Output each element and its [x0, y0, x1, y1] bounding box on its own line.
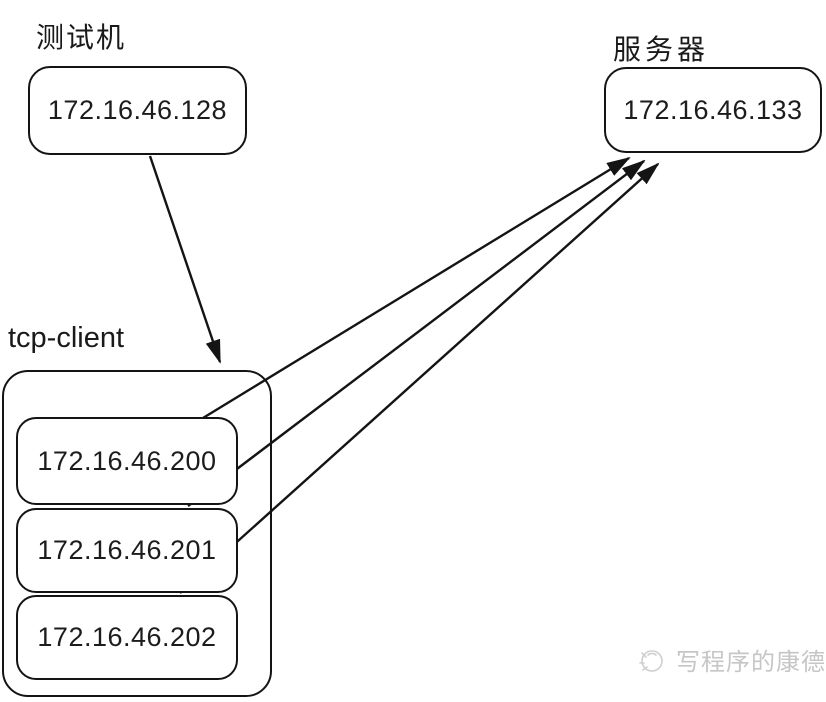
- client-ip: 172.16.46.200: [37, 445, 217, 476]
- client-ip: 172.16.46.202: [37, 622, 217, 652]
- test-machine-node: 172.16.46.128: [28, 66, 247, 155]
- watermark-logo-icon: [639, 649, 663, 672]
- test-machine-ip: 172.16.46.128: [47, 95, 228, 125]
- test-machine-label: 测试机: [36, 22, 127, 53]
- server-label: 服务器: [613, 34, 710, 65]
- tcp-client-group-label: tcp-client: [8, 322, 125, 354]
- edge-client200-to-server: [202, 156, 631, 420]
- watermark: 写程序的康德: [634, 642, 826, 677]
- server-node: 172.16.46.133: [604, 67, 822, 153]
- client-ip: 172.16.46.201: [37, 535, 217, 565]
- watermark-text: 写程序的康德: [676, 649, 826, 676]
- tcp-client-group-container: [2, 370, 272, 697]
- client-node: 172.16.46.201: [16, 508, 238, 593]
- client-node: 172.16.46.202: [16, 595, 238, 680]
- server-ip: 172.16.46.133: [623, 94, 803, 125]
- edge-testmachine-to-tcpclient: [148, 155, 222, 364]
- client-node: 172.16.46.200: [16, 417, 238, 505]
